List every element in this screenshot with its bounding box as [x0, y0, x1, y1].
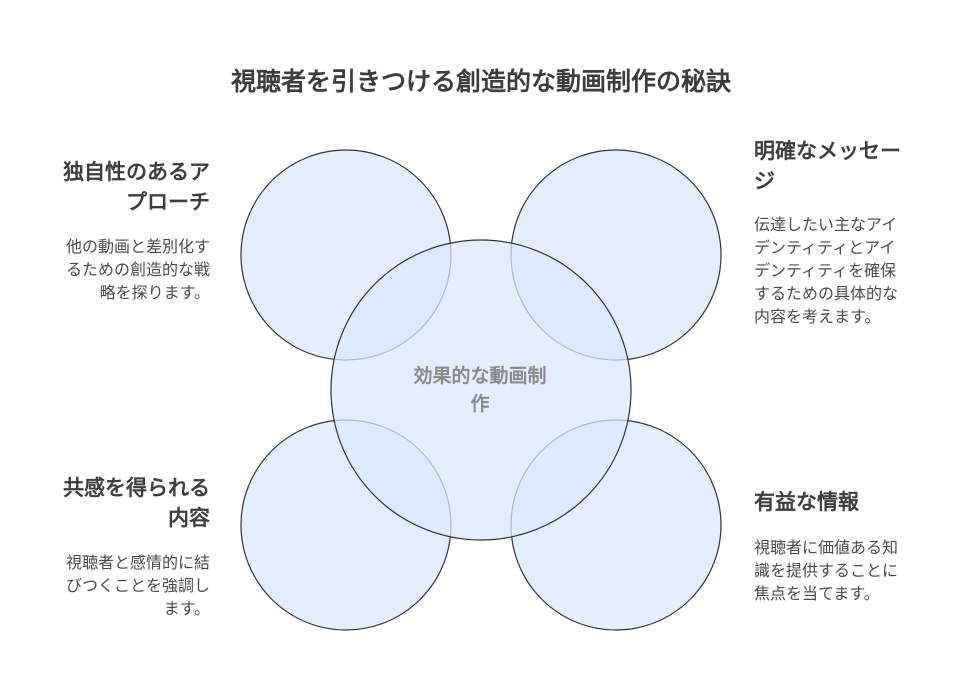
description-line: 伝達したい主なアイ	[754, 215, 898, 234]
description-line: 焦点を当てます。	[754, 584, 880, 603]
description-clear-message: 伝達したい主なアイ デンティティとアイ デンティティを確保 するための具体的な …	[754, 213, 898, 328]
description-line: るための創造的な戦	[65, 260, 210, 279]
heading-empathetic-content: 共感を得られる 内容	[63, 473, 210, 533]
description-line: デンティティとアイ	[754, 238, 896, 257]
description-unique-approach: 他の動画と差別化す るための創造的な戦 略を探ります。	[66, 235, 210, 304]
description-line: 識を提供することに	[754, 561, 899, 580]
diagram-title: 視聴者を引きつける創造的な動画制作の秘訣	[230, 67, 731, 96]
description-line: 他の動画と差別化す	[65, 237, 210, 256]
description-line: するための具体的な	[754, 284, 899, 303]
description-line: デンティティを確保	[754, 261, 897, 280]
heading-line: 内容	[168, 506, 210, 530]
circle-center	[330, 239, 632, 541]
heading-clear-message: 明確なメッセー ジ	[754, 136, 901, 196]
heading-line: ジ	[754, 169, 775, 193]
heading-useful-information: 有益な情報	[754, 487, 859, 517]
description-line: びつくことを強調し	[65, 576, 210, 595]
description-useful-information: 視聴者に価値ある知 識を提供することに 焦点を当てます。	[754, 536, 898, 605]
heading-line: 共感を得られる	[63, 476, 210, 500]
description-line: 内容を考えます。	[754, 307, 881, 326]
center-label-line: 効果的な動画制	[413, 365, 547, 387]
description-line: 視聴者に価値ある知	[754, 538, 899, 557]
center-label: 効果的な動画制 作	[380, 362, 580, 418]
heading-line: 明確なメッセー	[754, 139, 901, 163]
center-label-line: 作	[470, 393, 490, 415]
heading-line: プローチ	[126, 190, 210, 214]
heading-line: 有益な情報	[754, 490, 859, 514]
description-empathetic-content: 視聴者と感情的に結 びつくことを強調し ます。	[66, 551, 210, 620]
heading-line: 独自性のあるア	[63, 160, 210, 184]
heading-unique-approach: 独自性のあるア プローチ	[63, 157, 210, 217]
description-line: 視聴者と感情的に結	[65, 553, 210, 572]
description-line: ます。	[163, 599, 210, 618]
description-line: 略を探ります。	[99, 283, 210, 302]
